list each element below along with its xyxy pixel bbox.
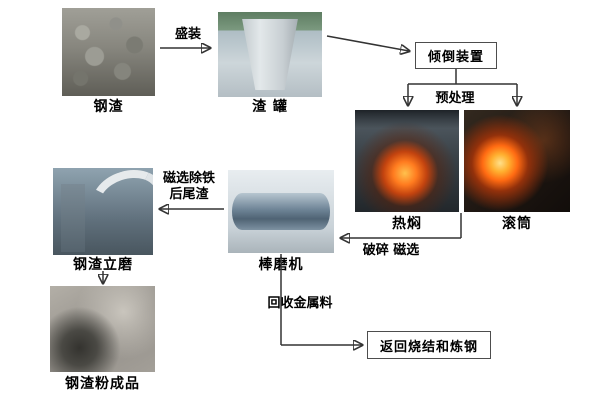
rod-mill-cylinder-shape	[232, 193, 330, 230]
rod-mill-photo	[228, 170, 334, 253]
tailings-edge-label: 磁选除铁 后尾渣	[156, 171, 222, 203]
rod-mill-label: 棒磨机	[258, 257, 304, 273]
return-sintering-box-label: 返回烧结和炼钢	[379, 339, 478, 355]
tailings-edge-label-line1: 磁选除铁	[162, 171, 215, 186]
hot-braising-photo	[355, 110, 459, 212]
steel-slag-label: 钢渣	[93, 99, 124, 115]
tailings-edge-label-line2: 后尾渣	[169, 187, 209, 202]
loading-edge-label: 盛装	[174, 27, 201, 42]
metal-recovery-edge-label: 回收金属料	[258, 296, 342, 312]
tipping-device-box: 倾倒装置	[415, 42, 497, 69]
arrow-pot-to-tipping	[326, 35, 409, 51]
tipping-device-box-label: 倾倒装置	[427, 50, 484, 65]
return-sintering-box: 返回烧结和炼钢	[367, 331, 491, 359]
drum-photo	[464, 110, 570, 212]
slag-pot-shape	[242, 18, 298, 91]
connector-tipping-split	[408, 69, 517, 85]
slag-powder-label: 钢渣粉成品	[65, 376, 140, 392]
slag-powder-photo	[50, 286, 155, 372]
drum-label: 滚筒	[502, 216, 532, 232]
vertical-mill-duct-shape	[84, 168, 153, 238]
pretreatment-edge-label: 预处理	[424, 91, 486, 107]
hot-braising-label: 热焖	[392, 216, 422, 232]
crush-magnetic-edge-label: 破碎 磁选	[362, 243, 420, 258]
vertical-mill-label: 钢渣立磨	[73, 257, 133, 273]
vertical-mill-photo	[53, 168, 153, 255]
vertical-mill-tower-shape	[61, 183, 85, 252]
slag-pot-label: 渣 罐	[252, 99, 288, 115]
steel-slag-photo	[62, 8, 155, 96]
slag-pot-photo	[218, 12, 322, 97]
